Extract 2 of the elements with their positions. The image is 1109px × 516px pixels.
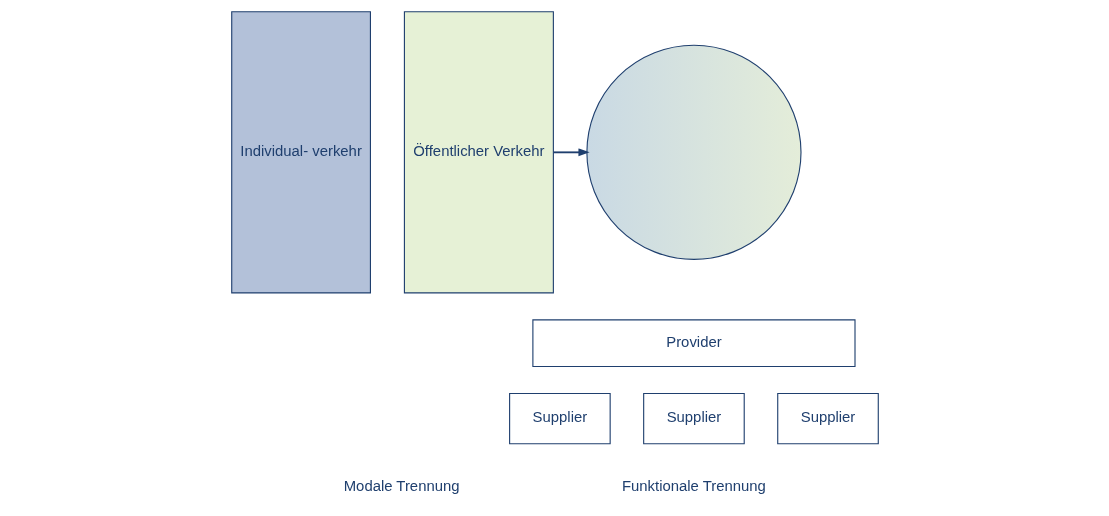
label: Modale Trennung [343, 478, 460, 495]
label: Funktionale Trennung [621, 478, 766, 495]
